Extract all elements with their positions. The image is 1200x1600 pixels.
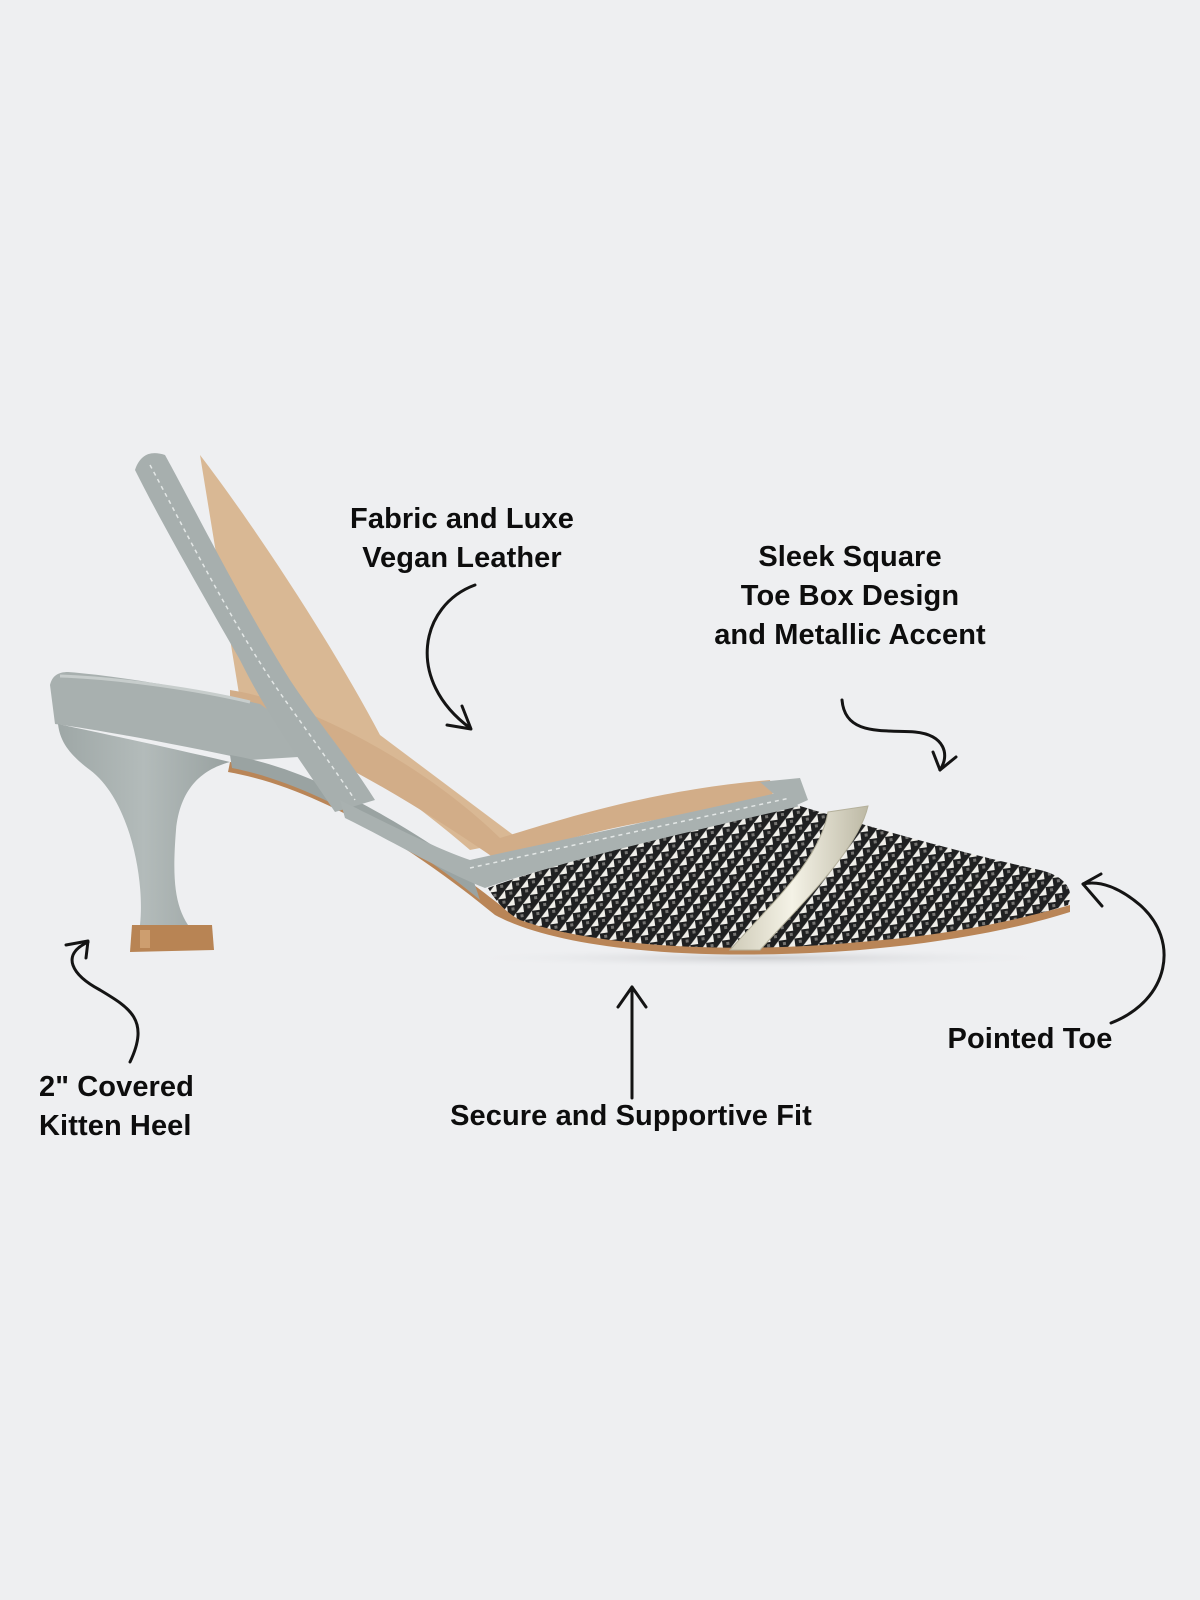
houndstooth-toe: [488, 806, 1071, 948]
label-fabric-vegan-leather: Fabric and Luxe Vegan Leather: [330, 500, 594, 578]
label-line: and Metallic Accent: [714, 619, 986, 651]
label-pointed-toe: Pointed Toe: [935, 1020, 1125, 1059]
label-kitten-heel: 2" Covered Kitten Heel: [39, 1068, 194, 1146]
arrow-heel-icon: [70, 940, 140, 1064]
arrowhead-toe-icon: [1081, 872, 1104, 908]
arrow-fabric-icon: [425, 583, 477, 730]
label-line: Kitten Heel: [39, 1110, 192, 1142]
arrow-sleek-icon: [840, 698, 947, 772]
arrowhead-fabric-icon: [445, 704, 473, 731]
label-line: Toe Box Design: [740, 580, 960, 612]
arrow-toe-icon: [1081, 881, 1166, 1025]
label-secure-fit: Secure and Supportive Fit: [430, 1097, 832, 1136]
label-line: Vegan Leather: [362, 542, 562, 574]
vamp-trim: [340, 790, 800, 888]
kitten-heel: [58, 724, 230, 925]
label-line: Secure and Supportive Fit: [450, 1100, 812, 1132]
label-sleek-square-toe: Sleek Square Toe Box Design and Metallic…: [690, 538, 1010, 655]
label-line: 2" Covered: [39, 1071, 194, 1103]
label-line: Fabric and Luxe: [350, 503, 574, 535]
slingback-strap: [135, 453, 375, 812]
shoe-shadow: [460, 948, 1060, 968]
metallic-accent: [728, 805, 869, 951]
heel-tip: [130, 925, 214, 952]
footbed: [230, 690, 775, 862]
heel-counter: [50, 672, 330, 760]
arrowhead-heel-icon: [64, 939, 90, 960]
arrowhead-sleek-icon: [931, 750, 958, 772]
arrowhead-secure-icon: [616, 985, 648, 1009]
label-line: Pointed Toe: [947, 1023, 1113, 1055]
label-line: Sleek Square: [758, 541, 942, 573]
